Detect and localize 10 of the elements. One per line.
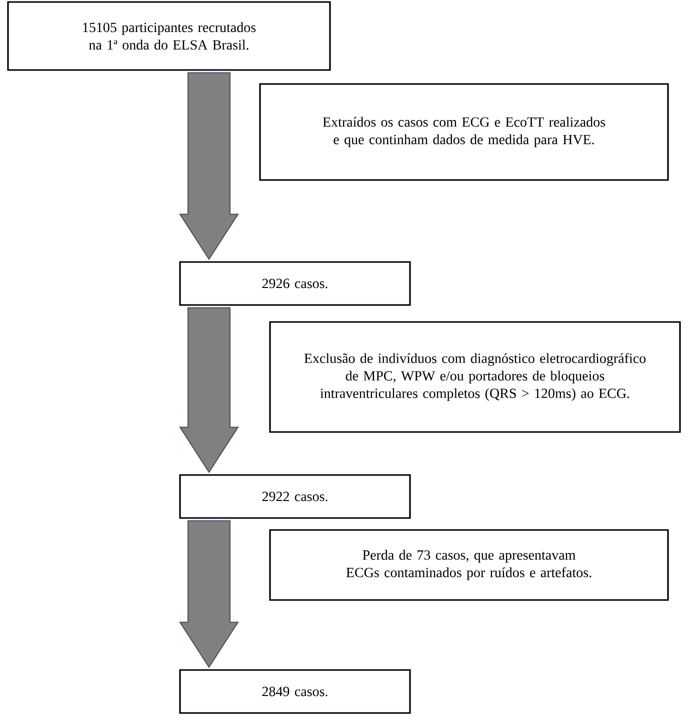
process-box: Perda de 73 casos, que apresentavam ECGs contaminados por ruídos e artefatos. bbox=[269, 529, 669, 601]
block-arrow bbox=[179, 72, 239, 260]
process-box: 15105 participantes recrutados na 1ª onda do ELSA Brasil. bbox=[7, 1, 331, 71]
process-box: 2926 casos. bbox=[179, 261, 411, 306]
process-box: Extraídos os casos com ECG e EcoTT realizados e que continham dados de medida para HVE. bbox=[259, 83, 669, 181]
block-arrow bbox=[179, 520, 239, 668]
process-box: 2922 casos. bbox=[179, 474, 411, 519]
process-box: Exclusão de indivíduos com diagnóstico eletrocardiográfico de MPC, WPW e/ou portadores de bloqueios intraventriculares completos (QRS > 120ms) ao ECG. bbox=[269, 321, 681, 433]
block-arrow bbox=[179, 307, 239, 474]
process-box: 2849 casos. bbox=[179, 669, 411, 714]
